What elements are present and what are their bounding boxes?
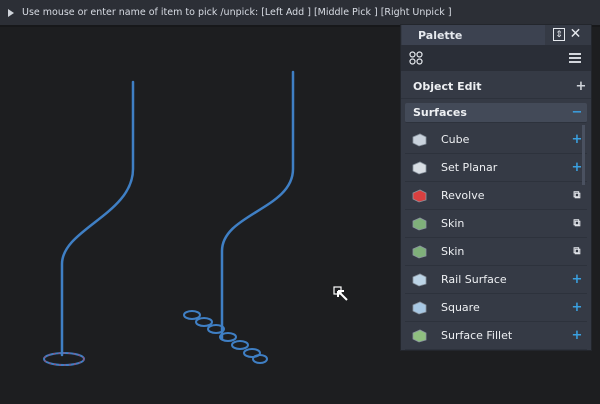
- add-icon[interactable]: +: [571, 272, 583, 287]
- palette-panel: Palette ⇕ ✕ Object Edit + Surfaces − Cub…: [400, 24, 592, 351]
- viewport-canvas[interactable]: [0, 29, 600, 400]
- surface-fillet-icon: [409, 328, 429, 344]
- scrollbar[interactable]: [582, 125, 585, 185]
- add-icon[interactable]: +: [571, 132, 583, 147]
- revolve-icon: [409, 188, 429, 204]
- palette-item-surface-fillet[interactable]: Surface Fillet+: [405, 322, 587, 350]
- palette-item-cube[interactable]: Cube+: [405, 126, 587, 154]
- options-icon[interactable]: ⧉: [573, 246, 581, 257]
- close-icon[interactable]: ✕: [569, 26, 582, 42]
- expand-icon[interactable]: +: [575, 78, 587, 94]
- prompt-line: Use mouse or enter name of item to pick …: [0, 0, 600, 27]
- skin-icon: [409, 216, 429, 232]
- curve-1: [60, 80, 135, 357]
- skin-icon: [409, 244, 429, 260]
- set-planar-icon: [409, 160, 429, 176]
- prompt-text: Use mouse or enter name of item to pick …: [22, 7, 452, 18]
- palette-tab[interactable]: Palette: [402, 25, 545, 45]
- rail-surface-icon: [409, 272, 429, 288]
- grid-view-icon[interactable]: [409, 51, 423, 65]
- palette-item-revolve[interactable]: Revolve⧉: [405, 182, 587, 210]
- palette-item-skin[interactable]: Skin⧉: [405, 238, 587, 266]
- palette-toolbar: [401, 45, 591, 71]
- section-object-edit[interactable]: Object Edit +: [401, 74, 591, 99]
- section-surfaces[interactable]: Surfaces −: [405, 103, 587, 123]
- palette-item-rail-surface[interactable]: Rail Surface+: [405, 266, 587, 294]
- collapse-icon[interactable]: −: [571, 105, 583, 120]
- ring-chain: [183, 310, 268, 364]
- palette-item-skin[interactable]: Skin⧉: [405, 210, 587, 238]
- palette-item-set-planar[interactable]: Set Planar+: [405, 154, 587, 182]
- add-icon[interactable]: +: [571, 300, 583, 315]
- options-icon[interactable]: ⧉: [573, 218, 581, 229]
- square-surface-icon: [409, 300, 429, 316]
- expand-triangle-icon[interactable]: [8, 8, 14, 17]
- menu-icon[interactable]: [569, 53, 581, 63]
- curve-2: [220, 70, 295, 341]
- add-icon[interactable]: +: [571, 160, 583, 175]
- dock-icon[interactable]: ⇕: [553, 28, 565, 41]
- cube-icon: [409, 132, 429, 148]
- options-icon[interactable]: ⧉: [573, 190, 581, 201]
- cursor-pick-icon: [333, 286, 348, 301]
- palette-item-square[interactable]: Square+: [405, 294, 587, 322]
- 3d-viewport[interactable]: [0, 29, 600, 400]
- add-icon[interactable]: +: [571, 328, 583, 343]
